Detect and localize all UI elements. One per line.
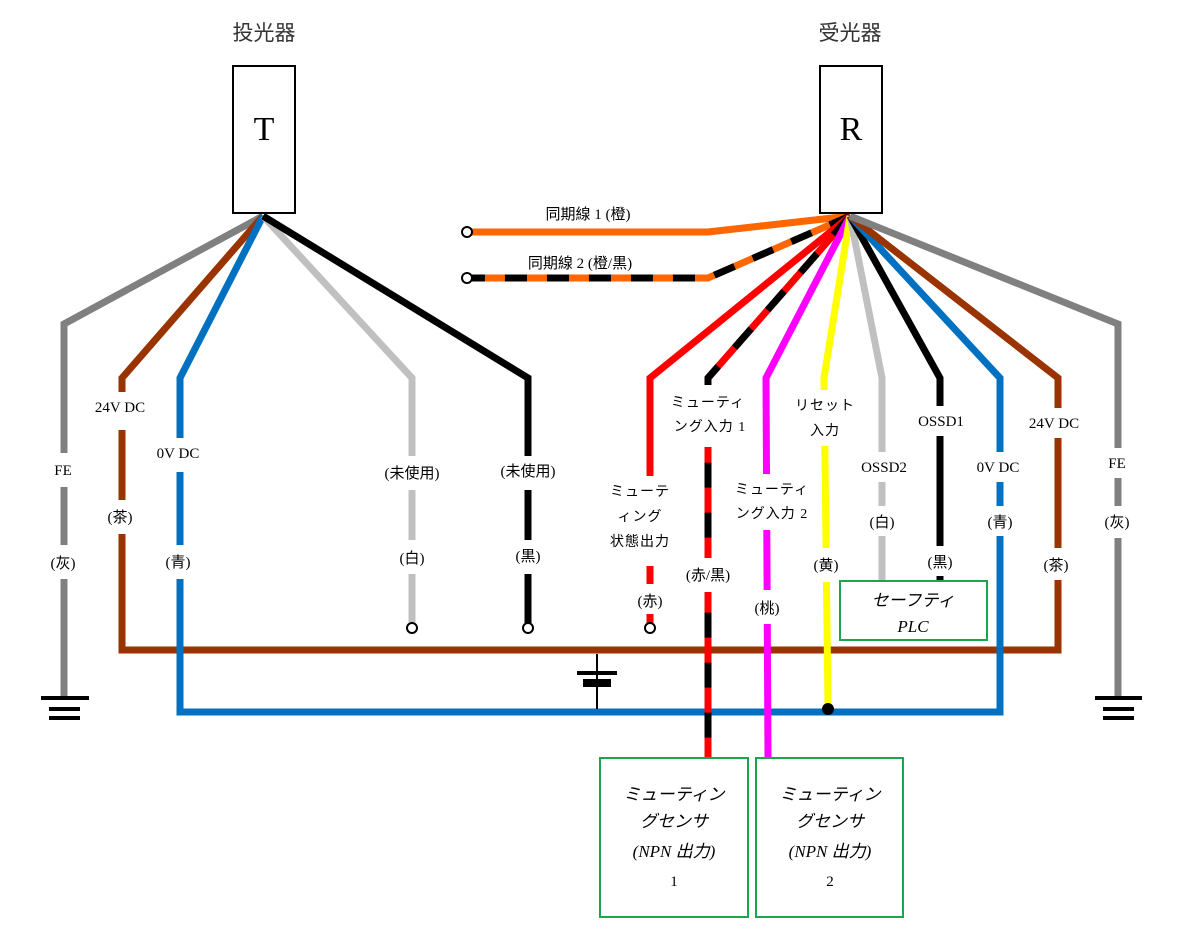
t-fe-color: (灰) <box>51 555 76 572</box>
r-wire-muting-in1-stripe <box>704 213 853 760</box>
svg-text:ング入力 2: ング入力 2 <box>736 506 809 522</box>
r-muting-status-label: ミューテ ィング 状態出力 <box>610 485 670 550</box>
t-unused-white-terminal <box>406 622 418 634</box>
muting-sensor-1-number: 1 <box>670 874 678 890</box>
muting-sensor-2-number: 2 <box>826 874 834 890</box>
svg-text:入力: 入力 <box>810 423 840 439</box>
r-24v-name: 24V DC <box>1029 416 1079 432</box>
t-unused-white-name: (未使用) <box>385 465 440 482</box>
sync1-label: 同期線 1 (橙) <box>546 206 631 223</box>
r-wire-sync2-stripe <box>470 212 852 282</box>
label-gaps <box>40 385 1142 624</box>
r-muting-in2-color: (桃) <box>755 600 780 617</box>
muting-sensor-2-box <box>755 757 904 918</box>
r-wire-muting-in2 <box>762 214 854 761</box>
t-wire-0v <box>176 214 267 712</box>
r-ossd1-color: (黒) <box>928 555 953 571</box>
reset-junction-dot <box>822 703 834 715</box>
svg-text:ィング: ィング <box>618 509 663 525</box>
muting-sensor-1-line1: ミューティン <box>624 785 726 804</box>
muting-sensor-1-box <box>599 757 749 918</box>
r-0v-color: (青) <box>988 514 1013 531</box>
muting-sensor-1-line2: グセンサ <box>640 812 710 831</box>
t-unused-black-name: (未使用) <box>501 463 556 480</box>
receiver-letter: R <box>840 111 863 148</box>
svg-text:状態出力: 状態出力 <box>610 534 670 550</box>
r-ossd2-color: (白) <box>870 514 895 531</box>
safety-plc-box <box>839 580 988 641</box>
t-fe-name: FE <box>54 463 72 479</box>
r-wire-0v <box>847 213 1004 712</box>
r-0v-name: 0V DC <box>977 460 1020 476</box>
r-wire-reset <box>820 215 854 709</box>
t-wire-24v <box>118 213 266 650</box>
safety-plc-line2: PLC <box>896 617 929 636</box>
receiver-box <box>819 65 883 214</box>
wire-0v-bus <box>176 378 1004 716</box>
muting-sensor-2-line3: (NPN 出力) <box>789 842 872 861</box>
transmitter-letter: T <box>254 111 275 148</box>
sync2-label: 同期線 2 (橙/黒) <box>528 255 632 272</box>
r-muting-in1-label: ミューティ ング入力 1 <box>671 396 747 435</box>
safety-plc-line1: セーフティ <box>872 591 955 610</box>
t-0v-name: 0V DC <box>157 446 200 462</box>
ground-icon-left <box>41 696 89 720</box>
r-ossd1-name: OSSD1 <box>918 414 964 430</box>
r-fe-name: FE <box>1108 456 1126 472</box>
t-unused-black-terminal <box>522 622 534 634</box>
r-wire-fe <box>848 212 1122 697</box>
r-muting-status-color: (赤) <box>638 593 663 610</box>
r-reset-label: リセット 入力 <box>795 399 855 439</box>
r-wire-ossd1 <box>846 214 944 582</box>
transmitter-box <box>232 65 296 214</box>
r-fe-color: (灰) <box>1105 514 1130 531</box>
transmitter-title: 投光器 <box>233 21 296 45</box>
r-ossd2-name: OSSD2 <box>861 460 907 476</box>
r-reset-color: (黄) <box>814 557 839 574</box>
r-muting-status-terminal <box>644 622 656 634</box>
svg-text:ミューテ: ミューテ <box>610 485 670 500</box>
muting-sensor-2-line2: グセンサ <box>796 812 866 831</box>
r-wire-sync1 <box>470 212 851 236</box>
ground-icon-right <box>1095 696 1142 720</box>
r-24v-color: (茶) <box>1044 557 1069 574</box>
t-unused-white-color: (白) <box>400 550 425 567</box>
svg-text:ミューティ: ミューティ <box>671 396 745 411</box>
muting-sensor-1-line3: (NPN 出力) <box>633 842 716 861</box>
svg-text:ミューティ: ミューティ <box>735 483 809 498</box>
t-24v-name: 24V DC <box>95 400 145 416</box>
r-muting-in2-label: ミューティ ング入力 2 <box>735 483 809 522</box>
muting-sensor-2-line1: ミューティン <box>780 785 882 804</box>
sync1-terminal <box>461 226 473 238</box>
r-muting-in1-color: (赤/黒) <box>686 567 730 584</box>
t-0v-color: (青) <box>166 554 191 571</box>
t-24v-color: (茶) <box>108 509 133 526</box>
sync2-terminal <box>461 272 473 284</box>
svg-text:ング入力 1: ング入力 1 <box>674 419 747 435</box>
svg-text:リセット: リセット <box>795 399 855 414</box>
receiver-title: 受光器 <box>819 21 882 45</box>
power-supply-icon <box>577 654 617 709</box>
t-unused-black-color: (黒) <box>516 549 541 565</box>
